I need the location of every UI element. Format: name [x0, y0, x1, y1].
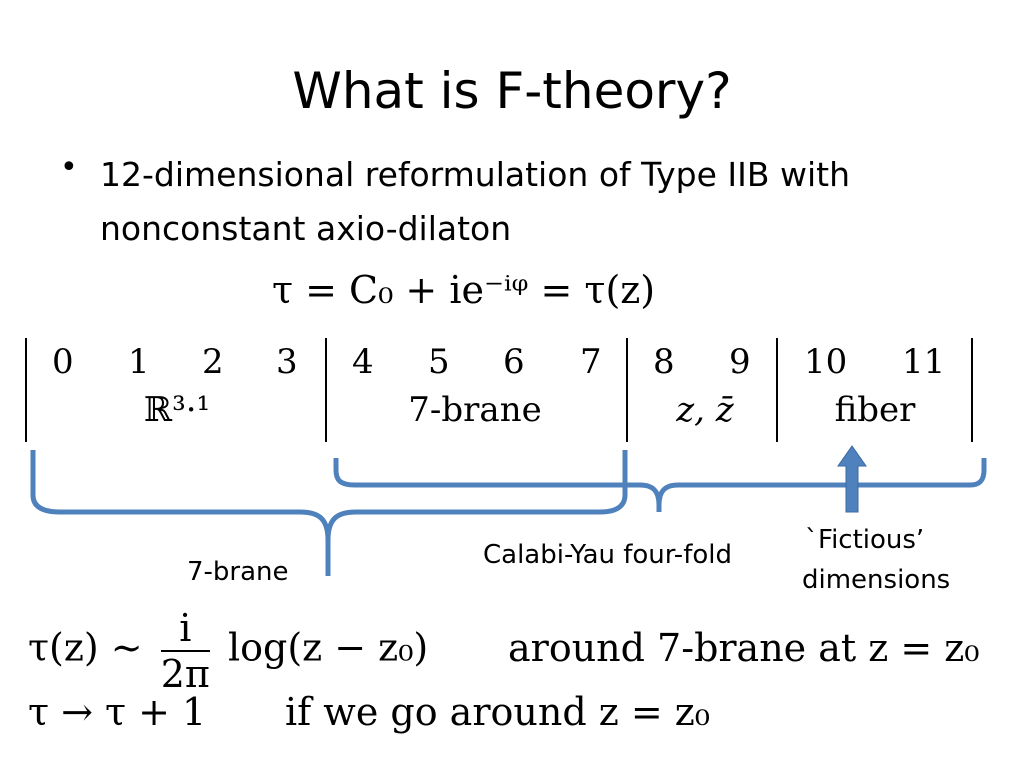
dimension-digit: 8 [653, 342, 675, 382]
annotation-calabi-yau: Calabi-Yau four-fold [483, 540, 732, 570]
tau-log-equation: τ(z) ∼ i 2π log(z − z₀) [28, 606, 428, 696]
bullet-dot: • [60, 150, 78, 185]
group-label-r31: ℝ³·¹ [143, 390, 211, 430]
dimension-digit: 5 [428, 342, 450, 382]
group-label-fiber: fiber [834, 390, 916, 430]
annotation-fictious: `Fictious’ [805, 525, 925, 555]
dimension-digit: 9 [729, 342, 751, 382]
table-divider [626, 338, 628, 442]
fraction: i 2π [160, 606, 210, 696]
table-divider [776, 338, 778, 442]
annotation-dimensions: dimensions [802, 565, 951, 595]
dimension-digit: 2 [202, 342, 224, 382]
monodromy-equation: τ → τ + 1 [28, 690, 207, 734]
fraction-numerator: i [160, 606, 210, 652]
dimension-digit: 0 [52, 342, 74, 382]
up-arrow-icon [837, 445, 867, 513]
dimension-digit: 4 [352, 342, 374, 382]
tau-z-lhs: τ(z) ∼ [28, 625, 143, 670]
bullet-text: 12-dimensional reformulation of Type IIB… [100, 155, 851, 248]
dimension-digit: 6 [503, 342, 525, 382]
tau-equation: τ = C₀ + ie⁻ⁱᵠ = τ(z) [272, 268, 656, 312]
group-label-z: z, z̄ [676, 390, 734, 430]
dimension-digit: 7 [580, 342, 602, 382]
group-label-7brane: 7-brane [408, 390, 542, 430]
dimension-digit: 3 [276, 342, 298, 382]
fraction-denominator: 2π [160, 652, 210, 696]
dimension-digit: 1 [128, 342, 150, 382]
brace-7brane [30, 450, 628, 576]
around-7brane-text: around 7-brane at z = z₀ [508, 626, 980, 670]
table-divider [325, 338, 327, 442]
tau-z-rhs: log(z − z₀) [227, 625, 429, 670]
table-divider [25, 338, 27, 442]
brace-calabi-yau [333, 458, 987, 512]
dimension-digit: 10 [804, 342, 848, 382]
annotation-7brane: 7-brane [187, 557, 289, 587]
monodromy-text: if we go around z = z₀ [285, 690, 710, 734]
dimension-digit: 11 [902, 342, 946, 382]
slide-title: What is F-theory? [292, 62, 732, 120]
table-divider [971, 338, 973, 442]
